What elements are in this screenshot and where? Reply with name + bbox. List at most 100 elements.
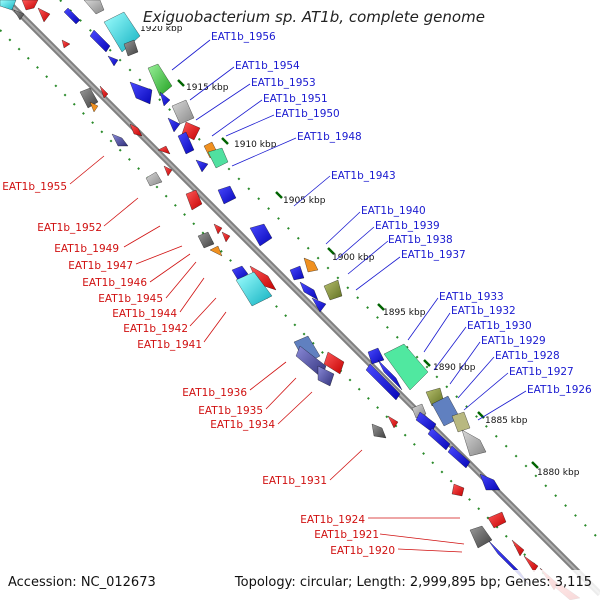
- gene-feature: [145, 171, 163, 187]
- gene-feature: [479, 473, 501, 491]
- gene-label: EAT1b_1950: [275, 108, 340, 120]
- gene-feature: [63, 7, 81, 25]
- reverse-label-leaders: [69, 155, 465, 553]
- gene-feature: [469, 525, 493, 549]
- gene-label: EAT1b_1931: [262, 475, 327, 487]
- gene-feature: [365, 363, 401, 401]
- gc-skew-track-outer: [59, 0, 600, 541]
- scale-label: 1895 kbp: [383, 308, 426, 318]
- gc-skew-track-inner: [0, 29, 571, 600]
- gene-feature: [185, 189, 203, 211]
- gene-feature: [523, 555, 539, 573]
- gene-feature: [207, 147, 229, 169]
- scale-label: 1890 kbp: [433, 363, 476, 373]
- gene-label: EAT1b_1956: [211, 31, 276, 43]
- gene-feature: [21, 0, 39, 11]
- gene-feature: [83, 0, 105, 15]
- gene-label: EAT1b_1937: [401, 249, 466, 261]
- gene-feature: [427, 427, 451, 451]
- gene-label: EAT1b_1936: [182, 387, 247, 399]
- gene-feature: [129, 123, 143, 137]
- gene-feature: [451, 483, 465, 497]
- gene-feature: [221, 231, 231, 243]
- gene-feature: [323, 279, 343, 301]
- gene-label: EAT1b_1924: [300, 514, 365, 526]
- gene-feature: [99, 85, 109, 99]
- gene-feature: [371, 423, 387, 439]
- gene-label: EAT1b_1929: [481, 335, 546, 347]
- gene-feature: [171, 99, 195, 125]
- gene-label: EAT1b_1933: [439, 291, 504, 303]
- genome-backbone: [3, 0, 600, 597]
- gene-label: EAT1b_1927: [509, 366, 574, 378]
- gene-feature: [367, 347, 385, 365]
- gene-label: EAT1b_1942: [123, 323, 188, 335]
- gene-feature: [299, 281, 319, 301]
- gene-feature: [111, 133, 129, 147]
- gene-label: EAT1b_1921: [314, 529, 379, 541]
- gene-label: EAT1b_1935: [198, 405, 263, 417]
- forward-label-leaders: [171, 39, 527, 421]
- scale-label: 1900 kbp: [332, 253, 375, 263]
- gene-label: EAT1b_1951: [263, 93, 328, 105]
- gene-label: EAT1b_1939: [375, 220, 440, 232]
- gene-label: EAT1b_1941: [137, 339, 202, 351]
- gene-feature: [213, 223, 223, 235]
- gene-feature: [79, 87, 99, 109]
- gene-label: EAT1b_1920: [330, 545, 395, 557]
- gene-feature: [217, 185, 237, 205]
- reverse-strand-genes: [0, 0, 493, 549]
- gene-feature: [387, 415, 399, 429]
- gene-label: EAT1b_1926: [527, 384, 592, 396]
- gene-feature: [163, 165, 173, 177]
- gene-feature: [37, 7, 51, 23]
- gene-label: EAT1b_1947: [68, 260, 133, 272]
- gene-feature: [197, 231, 215, 249]
- gene-feature: [311, 297, 327, 313]
- scale-labels: 1920 kbp 1915 kbp 1910 kbp 1905 kbp 1900…: [140, 24, 580, 478]
- gene-feature: [303, 257, 319, 273]
- gene-label: EAT1b_1938: [388, 234, 453, 246]
- map-title: Exiguobacterium sp. AT1b, complete genom…: [143, 8, 485, 26]
- gene-label: EAT1b_1928: [495, 350, 560, 362]
- gene-feature: [317, 365, 335, 387]
- gene-label: EAT1b_1953: [251, 77, 316, 89]
- gene-feature: [107, 55, 119, 67]
- gene-feature: [123, 39, 139, 57]
- gene-feature: [447, 445, 471, 469]
- scale-label: 1910 kbp: [234, 140, 277, 150]
- forward-strand-genes: [63, 0, 581, 600]
- scale-label: 1905 kbp: [283, 196, 326, 206]
- gene-label: EAT1b_1949: [54, 243, 119, 255]
- footer-backdrop: [0, 570, 600, 600]
- gene-label: EAT1b_1955: [2, 181, 67, 193]
- gene-label: EAT1b_1930: [467, 320, 532, 332]
- forward-gene-labels: EAT1b_1956 EAT1b_1954 EAT1b_1953 EAT1b_1…: [211, 31, 592, 396]
- gene-feature: [377, 359, 403, 391]
- scale-label: 1915 kbp: [186, 83, 229, 93]
- gene-label: EAT1b_1934: [210, 419, 275, 431]
- scale-label: 1885 kbp: [485, 416, 528, 426]
- gene-feature: [0, 0, 17, 11]
- gene-label: EAT1b_1954: [235, 60, 300, 72]
- gene-label: EAT1b_1940: [361, 205, 426, 217]
- gene-feature: [451, 411, 471, 433]
- gene-feature: [61, 39, 71, 49]
- gene-feature: [231, 265, 249, 281]
- topology-text: Topology: circular; Length: 2,999,895 bp…: [234, 575, 592, 590]
- gene-feature: [89, 101, 99, 113]
- scale-label: 1920 kbp: [140, 24, 183, 34]
- gene-feature: [147, 63, 173, 97]
- gene-label: EAT1b_1948: [297, 131, 362, 143]
- gene-feature: [209, 245, 223, 257]
- gene-label: EAT1b_1932: [451, 305, 516, 317]
- gene-feature: [511, 539, 525, 557]
- gene-feature: [129, 81, 153, 105]
- gene-label: EAT1b_1943: [331, 170, 396, 182]
- gene-label: EAT1b_1952: [37, 222, 102, 234]
- gene-feature: [159, 91, 171, 107]
- gene-feature: [323, 351, 345, 375]
- gene-feature: [289, 265, 305, 281]
- gene-feature: [383, 343, 429, 391]
- gene-feature: [249, 223, 273, 247]
